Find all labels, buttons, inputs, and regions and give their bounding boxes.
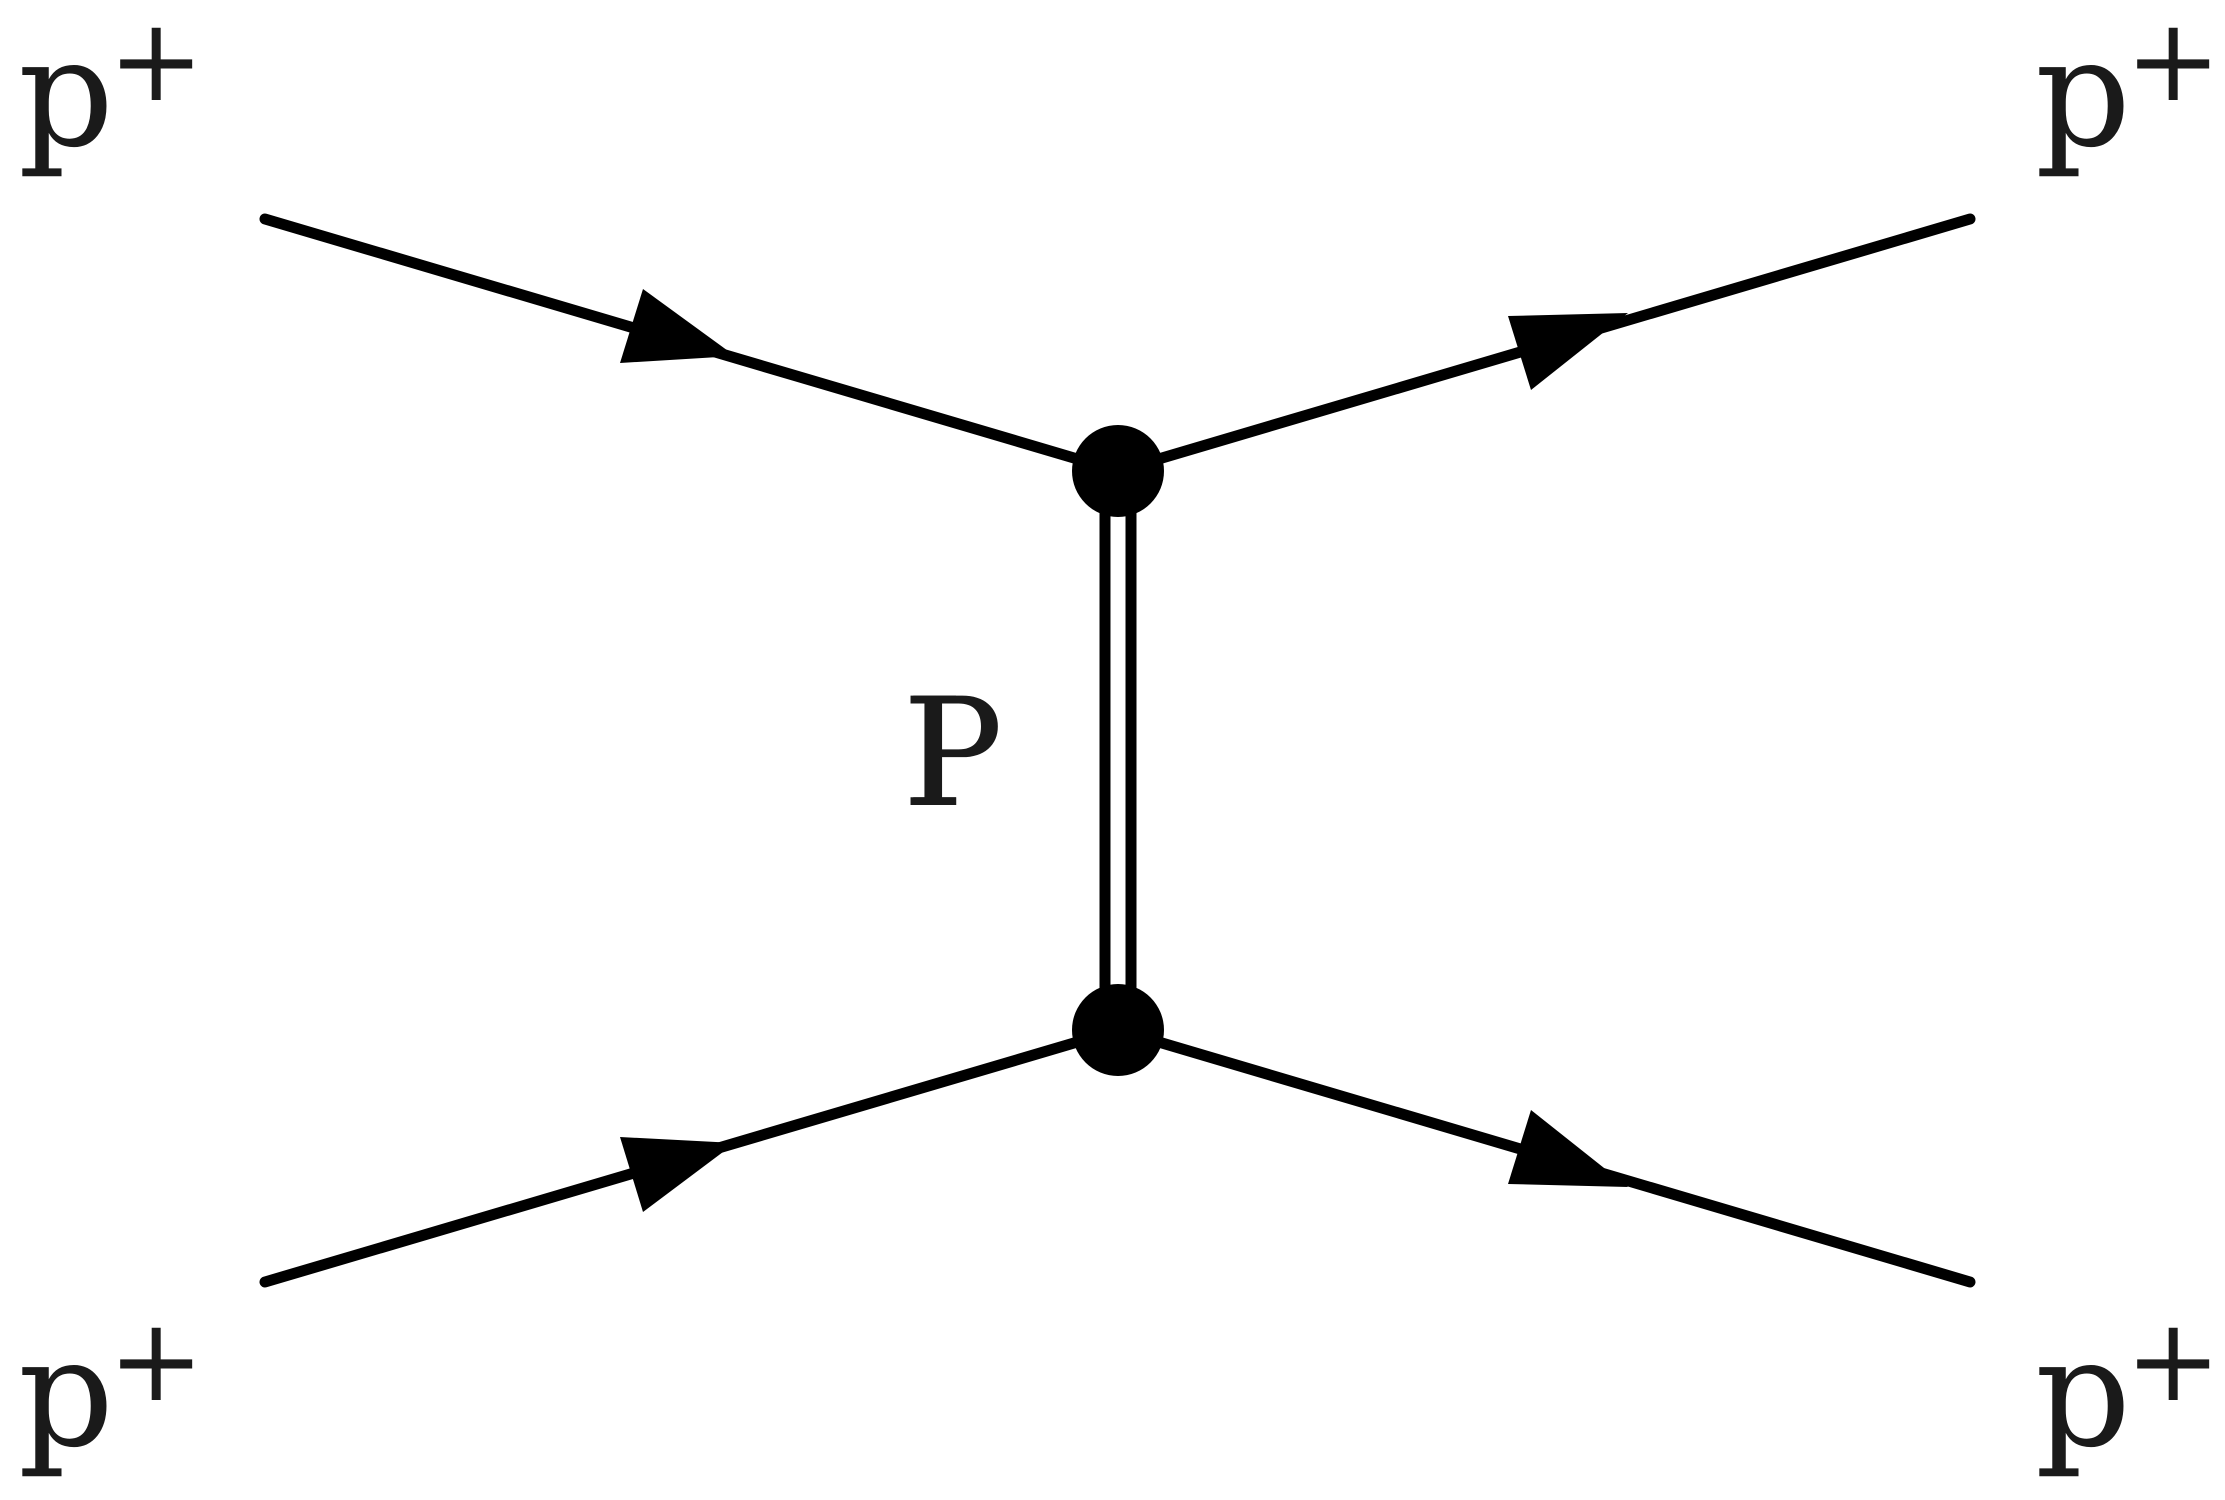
label-top-left-sup: + [108,0,204,128]
label-bottom-left: p + [18,1294,204,1481]
outgoing-proton-top-arrow [1508,313,1628,390]
label-top-right-base: p [2035,7,2131,181]
label-top-left-base: p [18,7,114,181]
pomeron-double-line [1099,471,1137,1030]
top-vertex [1072,425,1164,517]
label-top-right: p + [2035,0,2221,181]
label-bottom-right-base: p [2035,1307,2131,1481]
label-top-left: p + [18,0,204,181]
incoming-proton-bottom-arrow [620,1137,735,1212]
label-bottom-left-base: p [18,1307,114,1481]
bottom-vertex [1072,984,1164,1076]
label-bottom-left-sup: + [108,1294,204,1428]
label-bottom-right: p + [2035,1294,2221,1481]
incoming-proton-bottom [259,1024,1124,1288]
label-top-right-sup: + [2125,0,2221,128]
outgoing-proton-bottom [1112,1024,1976,1288]
outgoing-proton-bottom-arrow [1508,1110,1628,1187]
incoming-proton-top [259,213,1124,477]
label-bottom-right-sup: + [2125,1294,2221,1428]
incoming-proton-top-arrow [620,289,735,363]
outgoing-proton-top [1112,213,1976,477]
pomeron-label: IP [905,667,998,841]
